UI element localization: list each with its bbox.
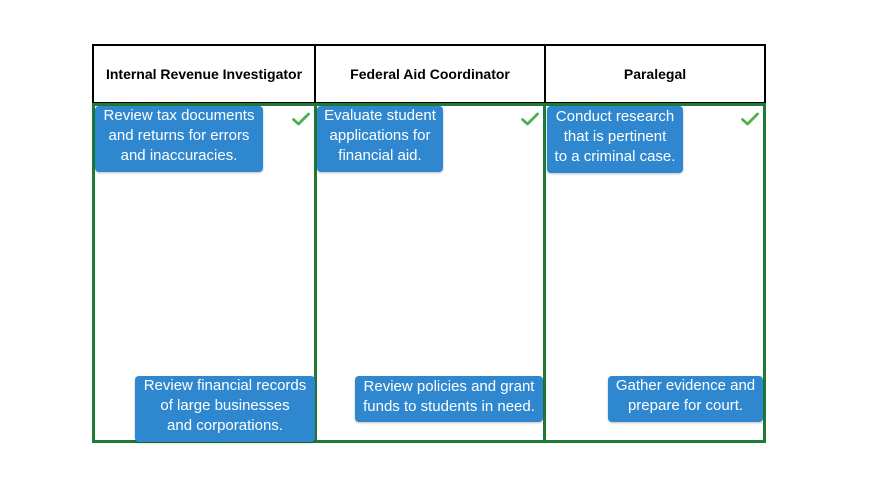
- column-header-internal-revenue-investigator: Internal Revenue Investigator: [94, 46, 316, 102]
- drop-zone-paralegal[interactable]: [543, 103, 766, 443]
- checkmark-icon: [521, 112, 539, 126]
- draggable-card-conduct-research[interactable]: Conduct research that is pertinent to a …: [547, 106, 683, 173]
- draggable-card-review-tax-documents[interactable]: Review tax documents and returns for err…: [95, 106, 263, 172]
- column-header-paralegal: Paralegal: [623, 66, 687, 82]
- draggable-card-review-financial-records[interactable]: Review financial records of large busine…: [135, 376, 315, 442]
- draggable-card-gather-evidence[interactable]: Gather evidence and prepare for court.: [608, 376, 763, 422]
- draggable-card-evaluate-student-applications[interactable]: Evaluate student applications for financ…: [317, 106, 443, 172]
- checkmark-icon: [741, 112, 759, 126]
- checkmark-icon: [292, 112, 310, 126]
- column-header-federal-aid-coordinator: Federal Aid Coordinator: [316, 46, 546, 102]
- drag-drop-board: Internal Revenue Investigator Federal Ai…: [92, 44, 766, 444]
- column-header-row: Internal Revenue Investigator Federal Ai…: [92, 44, 766, 104]
- draggable-card-review-policies-grant-funds[interactable]: Review policies and grant funds to stude…: [355, 376, 543, 422]
